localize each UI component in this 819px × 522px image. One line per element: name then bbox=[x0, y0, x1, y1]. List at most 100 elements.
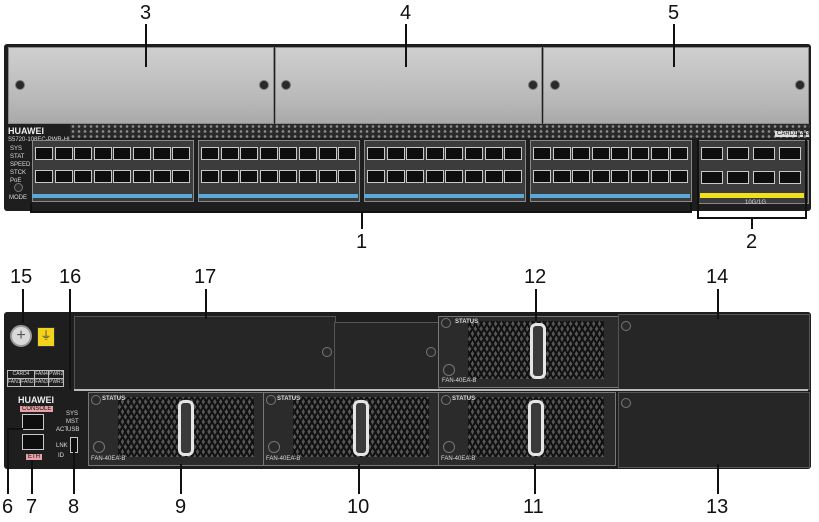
sfp-port[interactable] bbox=[727, 171, 749, 184]
callout-16: 16 bbox=[59, 266, 82, 288]
ethernet-port[interactable] bbox=[240, 170, 259, 183]
ethernet-port[interactable] bbox=[113, 170, 132, 183]
console-port[interactable] bbox=[22, 414, 44, 430]
leader-5 bbox=[673, 24, 675, 67]
callout-11: 11 bbox=[523, 496, 544, 518]
ethernet-port[interactable] bbox=[74, 170, 93, 183]
ethernet-port[interactable] bbox=[504, 170, 523, 183]
fan-handle-icon[interactable] bbox=[528, 400, 544, 456]
ethernet-port[interactable] bbox=[113, 147, 132, 160]
ethernet-port[interactable] bbox=[172, 170, 191, 183]
sfp-port[interactable] bbox=[753, 171, 775, 184]
ethernet-port[interactable] bbox=[445, 170, 464, 183]
sfp-port[interactable] bbox=[753, 147, 775, 160]
ethernet-port[interactable] bbox=[552, 147, 571, 160]
sfp-port[interactable] bbox=[779, 147, 801, 160]
ethernet-port[interactable] bbox=[406, 170, 425, 183]
ethernet-port[interactable] bbox=[591, 147, 610, 160]
fan-latch-icon[interactable] bbox=[93, 441, 105, 453]
ethernet-port[interactable] bbox=[93, 170, 112, 183]
ethernet-port[interactable] bbox=[152, 147, 171, 160]
ethernet-port[interactable] bbox=[386, 170, 405, 183]
ethernet-port[interactable] bbox=[240, 147, 259, 160]
console-label: CONSOLE bbox=[20, 406, 54, 412]
ethernet-port[interactable] bbox=[93, 147, 112, 160]
fan-latch-icon[interactable] bbox=[268, 441, 280, 453]
rear-brand: HUAWEI bbox=[18, 395, 54, 405]
sfp-bar bbox=[700, 193, 804, 198]
fan-model-label: FAN-40EA-B bbox=[266, 456, 301, 462]
ethernet-port[interactable] bbox=[279, 147, 298, 160]
ethernet-port[interactable] bbox=[172, 147, 191, 160]
fan-model-label: FAN-40EA-B bbox=[91, 456, 126, 462]
ethernet-port[interactable] bbox=[465, 170, 483, 183]
fan-handle-icon[interactable] bbox=[178, 400, 194, 456]
led-sys: SYS bbox=[10, 146, 23, 152]
ethernet-port[interactable] bbox=[338, 170, 357, 183]
mode-button-icon[interactable] bbox=[14, 183, 23, 192]
ethernet-port[interactable] bbox=[133, 170, 151, 183]
ethernet-port[interactable] bbox=[552, 170, 571, 183]
sfp-port[interactable] bbox=[701, 171, 723, 184]
eth-label: ETH bbox=[26, 454, 42, 460]
ethernet-port[interactable] bbox=[484, 170, 503, 183]
ethernet-port[interactable] bbox=[611, 147, 630, 160]
ethernet-port[interactable] bbox=[670, 170, 689, 183]
leader-2 bbox=[751, 217, 753, 229]
eth-port[interactable] bbox=[22, 434, 44, 450]
ethernet-port[interactable] bbox=[670, 147, 689, 160]
ethernet-port[interactable] bbox=[201, 147, 219, 160]
ethernet-port[interactable] bbox=[611, 170, 630, 183]
ethernet-port[interactable] bbox=[591, 170, 610, 183]
callout-13: 13 bbox=[706, 496, 729, 518]
ethernet-port[interactable] bbox=[484, 147, 503, 160]
ground-screw-icon: + bbox=[10, 325, 32, 347]
ethernet-port[interactable] bbox=[367, 170, 385, 183]
ethernet-port[interactable] bbox=[650, 147, 669, 160]
ethernet-port[interactable] bbox=[259, 147, 278, 160]
ethernet-port[interactable] bbox=[572, 170, 591, 183]
sfp-port[interactable] bbox=[779, 171, 801, 184]
ethernet-port[interactable] bbox=[35, 170, 53, 183]
ethernet-port[interactable] bbox=[445, 147, 464, 160]
ethernet-port[interactable] bbox=[465, 147, 483, 160]
ethernet-port[interactable] bbox=[533, 170, 551, 183]
ethernet-port[interactable] bbox=[367, 147, 385, 160]
ethernet-port[interactable] bbox=[220, 170, 239, 183]
callout-9: 9 bbox=[175, 496, 187, 518]
ethernet-port[interactable] bbox=[572, 147, 591, 160]
ground-label-icon: ⏚ bbox=[37, 327, 55, 347]
ethernet-port[interactable] bbox=[35, 147, 53, 160]
ethernet-port[interactable] bbox=[386, 147, 405, 160]
sfp-port[interactable] bbox=[701, 147, 723, 160]
fan-handle-icon[interactable] bbox=[530, 323, 546, 379]
fan-latch-icon[interactable] bbox=[443, 364, 455, 376]
ethernet-port[interactable] bbox=[152, 170, 171, 183]
ethernet-port[interactable] bbox=[299, 147, 317, 160]
ethernet-port[interactable] bbox=[299, 170, 317, 183]
ethernet-port[interactable] bbox=[201, 170, 219, 183]
ethernet-port[interactable] bbox=[54, 170, 73, 183]
ethernet-port[interactable] bbox=[318, 147, 337, 160]
ethernet-port[interactable] bbox=[318, 170, 337, 183]
ethernet-port[interactable] bbox=[279, 170, 298, 183]
ethernet-port[interactable] bbox=[533, 147, 551, 160]
fan-handle-icon[interactable] bbox=[353, 400, 369, 456]
ethernet-port[interactable] bbox=[650, 170, 669, 183]
rear-led-lnk: LNK bbox=[56, 443, 68, 449]
ethernet-port[interactable] bbox=[220, 147, 239, 160]
sfp-port[interactable] bbox=[727, 147, 749, 160]
ethernet-port[interactable] bbox=[631, 147, 649, 160]
ethernet-port[interactable] bbox=[504, 147, 523, 160]
ethernet-port[interactable] bbox=[133, 147, 151, 160]
ethernet-port[interactable] bbox=[406, 147, 425, 160]
ethernet-port[interactable] bbox=[54, 147, 73, 160]
ethernet-port[interactable] bbox=[425, 147, 444, 160]
ethernet-port[interactable] bbox=[74, 147, 93, 160]
ethernet-port[interactable] bbox=[259, 170, 278, 183]
port-bar bbox=[364, 194, 524, 198]
ethernet-port[interactable] bbox=[425, 170, 444, 183]
fan-latch-icon[interactable] bbox=[443, 441, 455, 453]
ethernet-port[interactable] bbox=[631, 170, 649, 183]
ethernet-port[interactable] bbox=[338, 147, 357, 160]
